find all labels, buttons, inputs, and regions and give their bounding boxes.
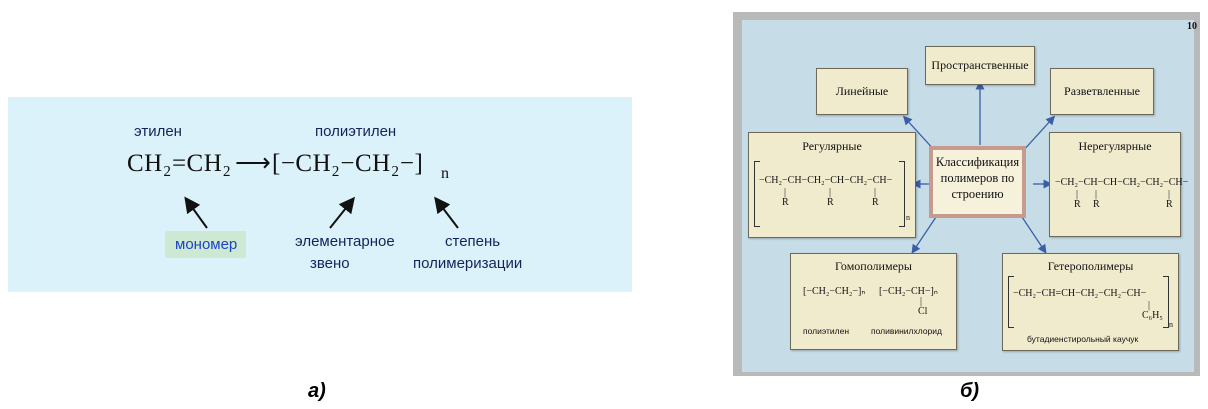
box-irregular-label: Нерегулярные (1078, 139, 1152, 153)
regular-bond-1: | (784, 187, 787, 198)
hetero-name: бутадиенстирольный каучук (1027, 334, 1139, 344)
arrow-to-homopolymers (911, 216, 937, 254)
label-polyethylene: полиэтилен (315, 123, 397, 140)
box-spatial-label: Пространственные (931, 58, 1029, 72)
center-classification: Классификация полимеров по строению (929, 146, 1026, 218)
box-homopolymers: Гомополимеры [−CH₂−CH₂−]ₙ [−CH₂−CH−]ₙ | … (790, 253, 957, 350)
hetero-substituent: C₆H₅ (1142, 310, 1163, 321)
box-heteropolymers: Гетерополимеры −CH₂−CH=CH−CH₂−CH₂−CH− | … (1002, 253, 1179, 351)
panel-a-ethylene-polymerization: этилен полиэтилен CH₂=CH₂ ⟶ [−CH₂−CH₂−] … (8, 97, 632, 292)
label-elementary-1: элементарное (295, 233, 395, 250)
right-bracket (899, 161, 905, 227)
caption-a: а) (308, 380, 326, 402)
arrow-to-unit (329, 196, 355, 229)
irregular-bond-2: | (1095, 189, 1098, 200)
box-irregular: Нерегулярные −CH₂−CH−CH−CH₂−CH₂−CH− | | … (1049, 132, 1188, 237)
arrow-to-heteropolymers (1021, 216, 1047, 254)
hetero-chain: −CH₂−CH=CH−CH₂−CH₂−CH− (1013, 288, 1147, 299)
label-elementary-2: звено (310, 255, 350, 272)
regular-r-3: R (872, 197, 879, 208)
irregular-bond-3: | (1168, 189, 1171, 200)
box-spatial: Пространственные (925, 46, 1035, 85)
formula-monomer: CH₂=CH₂ (127, 150, 232, 177)
subscript-n: n (441, 165, 450, 182)
box-linear-label: Линейные (835, 84, 889, 98)
center-line-1: Классификация (935, 155, 1020, 169)
regular-chain: −CH₂−CH−CH₂−CH−CH₂−CH− (759, 175, 893, 186)
homo-name-2: поливинилхлорид (871, 326, 942, 336)
arrow-to-monomer (184, 196, 208, 229)
homo-formula-1: [−CH₂−CH₂−]ₙ (803, 286, 866, 297)
homo-cl: Cl (918, 306, 928, 317)
regular-r-2: R (827, 197, 834, 208)
irregular-r-3: R (1166, 199, 1173, 210)
hetero-bond: | (1148, 300, 1151, 311)
regular-n: n (906, 213, 910, 222)
box-homopolymers-label: Гомополимеры (835, 259, 912, 273)
center-line-3: строению (951, 187, 1004, 201)
box-regular: Регулярные −CH₂−CH−CH₂−CH−CH₂−CH− | | | … (748, 132, 916, 238)
box-branched-label: Разветвленные (1064, 84, 1140, 98)
label-ethylene: этилен (134, 123, 182, 140)
hetero-right-bracket (1163, 276, 1169, 328)
irregular-r-2: R (1093, 199, 1100, 210)
pointer-arrows (184, 196, 459, 229)
homo-bond: | (920, 296, 923, 307)
hetero-n: n (1169, 320, 1173, 329)
label-monomer: мономер (175, 236, 238, 253)
box-branched: Разветвленные (1050, 68, 1154, 115)
panel-b-polymer-classification: 10 Пространственные Линейные Разветвленн… (733, 12, 1200, 376)
irregular-chain: −CH₂−CH−CH−CH₂−CH₂−CH− (1055, 177, 1189, 188)
monomer-highlight (165, 231, 246, 258)
regular-bond-2: | (829, 187, 832, 198)
label-degree-1: степень (445, 233, 501, 250)
homo-formula-2: [−CH₂−CH−]ₙ (879, 286, 938, 297)
homo-name-1: полиэтилен (803, 326, 850, 336)
center-line-2: полимеров по (940, 171, 1015, 185)
irregular-bond-1: | (1076, 189, 1079, 200)
formula-polymer: [−CH₂−CH₂−] (272, 150, 424, 177)
hetero-left-bracket (1008, 276, 1014, 328)
regular-bond-3: | (874, 187, 877, 198)
caption-b: б) (960, 380, 980, 402)
arrow-to-branched (1021, 115, 1056, 153)
reaction-arrow: ⟶ (235, 150, 272, 177)
irregular-r-1: R (1074, 199, 1081, 210)
label-degree-2: полимеризации (413, 255, 523, 272)
regular-r-1: R (782, 197, 789, 208)
box-heteropolymers-label: Гетерополимеры (1047, 259, 1134, 273)
box-linear: Линейные (816, 68, 908, 115)
slide-number: 10 (1187, 21, 1197, 32)
arrow-to-degree (434, 196, 459, 229)
box-regular-label: Регулярные (802, 139, 862, 153)
left-bracket (754, 161, 760, 227)
